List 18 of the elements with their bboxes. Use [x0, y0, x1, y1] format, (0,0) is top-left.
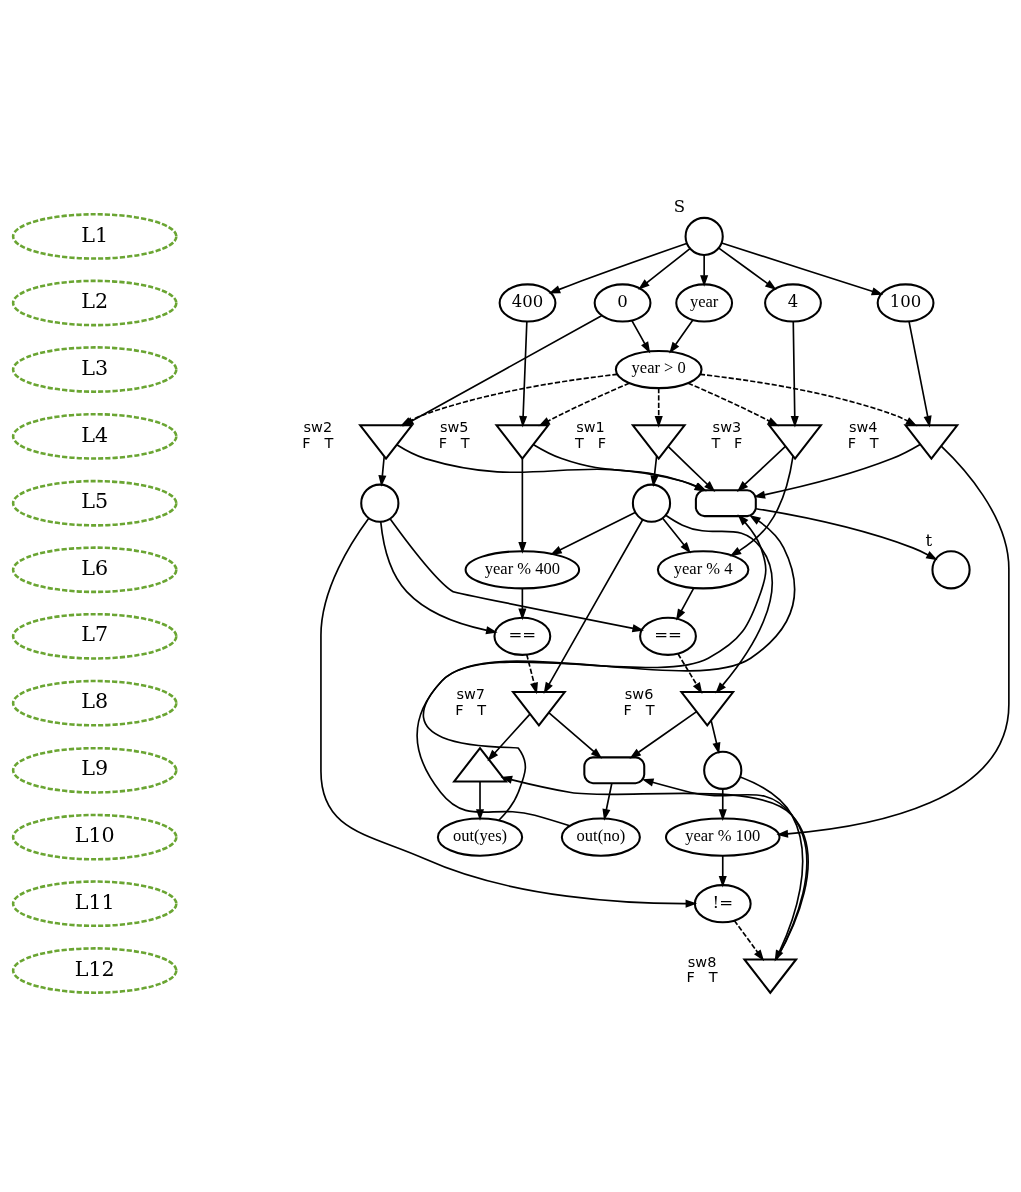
node-label: sw8: [687, 953, 716, 970]
node-label: t: [925, 530, 932, 550]
node-label: S: [673, 197, 685, 217]
node-label: sw4: [848, 419, 877, 436]
node-label: sw3: [712, 419, 741, 436]
node-label: F T: [454, 701, 486, 718]
node-label: sw5: [439, 419, 468, 436]
node-label: F T: [847, 434, 879, 451]
node-label: F T: [438, 434, 470, 451]
node-label: sw1: [575, 419, 605, 436]
node-label: sw2: [303, 419, 332, 436]
node-label: sw6: [624, 686, 653, 703]
node-label: F T: [301, 434, 333, 451]
node-label: F T: [686, 969, 718, 986]
node-label: T F: [574, 434, 606, 451]
node-label: F T: [623, 701, 655, 718]
node-label: T F: [710, 434, 742, 451]
node-label: sw7: [455, 686, 485, 703]
